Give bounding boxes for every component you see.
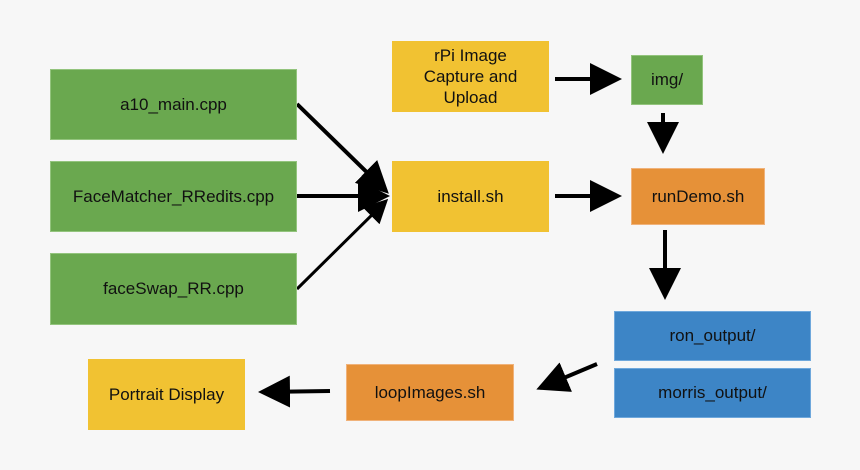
node-faceswap: faceSwap_RR.cpp xyxy=(50,253,297,325)
node-rundemo: runDemo.sh xyxy=(631,168,765,225)
node-install: install.sh xyxy=(392,161,549,232)
node-facematcher: FaceMatcher_RRedits.cpp xyxy=(50,161,297,232)
node-img-dir: img/ xyxy=(631,55,703,105)
node-loopimages: loopImages.sh xyxy=(346,364,514,421)
edge-a10-to-install xyxy=(295,102,389,194)
edge-faceswap-to-install xyxy=(295,198,389,291)
node-portrait-display: Portrait Display xyxy=(88,359,245,430)
node-rpi-capture: rPi Image Capture and Upload xyxy=(392,41,549,112)
edge-loopimages-to-portrait xyxy=(258,375,331,408)
node-a10-main: a10_main.cpp xyxy=(50,69,297,140)
edge-outputs-to-loopimages xyxy=(536,362,598,392)
node-morris-output: morris_output/ xyxy=(614,368,811,418)
node-ron-output: ron_output/ xyxy=(614,311,811,361)
